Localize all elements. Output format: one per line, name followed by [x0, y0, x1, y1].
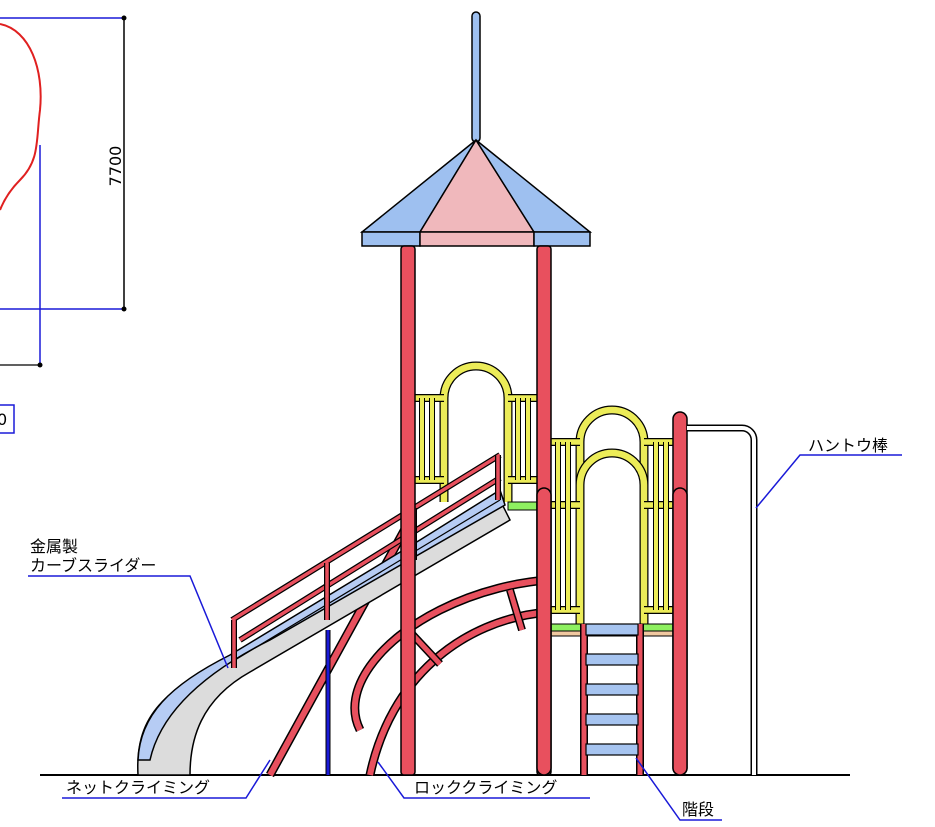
stair-step	[585, 713, 639, 726]
stairs	[580, 623, 644, 775]
leader-net	[62, 759, 271, 799]
tower-post	[400, 245, 416, 776]
width-dimension-label: 0	[0, 410, 7, 429]
curved-slide	[137, 452, 511, 776]
tower-post	[536, 487, 552, 776]
tower-posts	[400, 245, 688, 776]
plan-outline-red	[0, 23, 42, 211]
lower-railing	[548, 405, 676, 630]
stair-step	[585, 623, 639, 636]
rock-climbing-arch	[350, 575, 549, 776]
dimension-dot	[37, 362, 43, 368]
fireman-pole	[687, 424, 758, 775]
leader-pole	[755, 454, 902, 509]
stair-step	[585, 683, 639, 696]
label-slide-line2: カーブスライダー	[30, 556, 156, 575]
leader-rock	[377, 761, 590, 799]
upper-railing	[414, 361, 540, 502]
label-net-climbing: ネットクライミング	[66, 778, 210, 797]
height-dimension-label: 7700	[106, 146, 125, 187]
roof-eave-right	[533, 231, 591, 247]
stair-step	[585, 743, 639, 756]
leader-stairs	[635, 757, 722, 821]
dimension-dot	[121, 306, 127, 312]
upper-deck-green	[507, 501, 541, 511]
roof-eave-center	[419, 231, 535, 247]
roof-eave-left	[361, 231, 421, 247]
leader-lines	[28, 454, 902, 821]
leader-slide	[28, 575, 229, 669]
slide-bed-gray	[137, 498, 511, 776]
spire	[471, 11, 481, 143]
tower-post	[672, 487, 688, 776]
width-dimension-box	[0, 404, 15, 434]
label-slide-line1: 金属製	[30, 537, 78, 556]
roof	[359, 138, 593, 247]
label-stairs: 階段	[682, 800, 714, 819]
stair-step	[585, 653, 639, 666]
label-rock-climbing: ロッククライミング	[414, 778, 557, 797]
slide-top-edge	[234, 499, 501, 661]
dimension-dot	[121, 15, 127, 21]
plan-view-fragment: 7700 0	[0, 15, 127, 434]
label-pole: ハントウ棒	[808, 436, 888, 455]
